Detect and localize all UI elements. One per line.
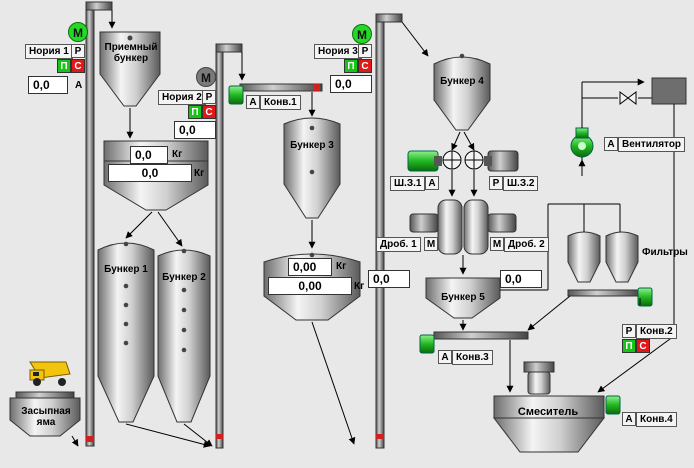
shz2-mode[interactable]: Р bbox=[489, 176, 503, 190]
zasypnaya-yama bbox=[9, 391, 81, 437]
mixer-body bbox=[492, 395, 606, 453]
priemny-bunker bbox=[99, 31, 161, 107]
bunker2-silo bbox=[157, 248, 211, 423]
bunker4-silo bbox=[433, 53, 491, 131]
shz2-motor-icon bbox=[484, 150, 519, 172]
cyclone-box bbox=[651, 77, 687, 105]
noria1-motor-icon[interactable]: М bbox=[68, 22, 88, 42]
mixer-motor-icon bbox=[523, 361, 555, 395]
konv2-start-button[interactable]: П bbox=[622, 339, 636, 353]
ventilator-label: Вентилятор bbox=[618, 137, 686, 152]
noria1-label: Нория 1 bbox=[25, 44, 73, 59]
konv4-mode[interactable]: А bbox=[622, 412, 636, 426]
shz2-valve bbox=[464, 150, 484, 170]
shz1-label: Ш.З.1 bbox=[390, 176, 426, 191]
konv4-motor-icon bbox=[605, 395, 621, 415]
shz1-mode[interactable]: А bbox=[425, 176, 439, 190]
shz1-valve bbox=[442, 150, 462, 170]
bunker1-silo bbox=[97, 241, 155, 423]
noria2-mode[interactable]: Р bbox=[202, 90, 216, 104]
konv3-mode[interactable]: А bbox=[438, 350, 452, 364]
scale2-unit2: Кг bbox=[354, 281, 365, 292]
scale1-value2: 0,0 bbox=[108, 164, 192, 182]
bunker1-label: Бункер 1 bbox=[104, 264, 148, 275]
noria1-motor-letter: М bbox=[73, 26, 83, 40]
scale1-value1: 0,0 bbox=[130, 146, 168, 164]
noria3-motor-icon[interactable]: М bbox=[352, 24, 372, 44]
drob1-label: Дроб. 1 bbox=[376, 237, 421, 252]
drob1-motor-icon bbox=[409, 213, 439, 233]
drob1-current-value: 0,0 bbox=[368, 270, 410, 288]
priemny-bunker-label: Приемный бункер bbox=[104, 42, 158, 64]
konv3-motor-icon bbox=[419, 334, 435, 354]
noria2-motor-letter: М bbox=[201, 71, 211, 85]
noria2-current-value: 0,0 bbox=[174, 121, 216, 139]
drob2-mode[interactable]: М bbox=[490, 237, 504, 251]
konv2-motor-icon bbox=[637, 287, 653, 307]
bunker3-silo bbox=[283, 117, 341, 219]
drob2-current-value: 0,0 bbox=[500, 270, 542, 288]
filters-label: Фильтры bbox=[642, 247, 688, 258]
bunker4-label: Бункер 4 bbox=[440, 76, 484, 87]
noria1-current-unit: А bbox=[75, 80, 83, 91]
noria2-column bbox=[215, 43, 243, 449]
noria2-motor-icon[interactable]: М bbox=[196, 67, 216, 87]
noria1-current-value: 0,0 bbox=[28, 76, 68, 94]
noria3-mode[interactable]: Р bbox=[358, 44, 372, 58]
konv2-stop-button[interactable]: С bbox=[636, 339, 650, 353]
noria3-stop-button[interactable]: С bbox=[358, 59, 372, 73]
bunker3-label: Бункер 3 bbox=[290, 140, 334, 151]
damper-valve-icon bbox=[619, 91, 637, 105]
scale2-value2: 0,00 bbox=[268, 277, 352, 295]
konv1-label: Конв.1 bbox=[260, 95, 301, 110]
drob2-label: Дроб. 2 bbox=[504, 237, 549, 252]
konv1-motor-icon bbox=[228, 85, 244, 105]
shz2-label: Ш.З.2 bbox=[503, 176, 539, 191]
scale1-unit2: Кг bbox=[194, 168, 205, 179]
filters-body bbox=[567, 231, 639, 283]
noria3-column bbox=[375, 13, 403, 449]
konv1-belt bbox=[239, 83, 323, 92]
konv2-mode[interactable]: Р bbox=[622, 324, 636, 338]
konv3-label: Конв.3 bbox=[452, 350, 493, 365]
zasypnaya-label: Засыпная яма bbox=[21, 406, 71, 428]
noria1-mode[interactable]: Р bbox=[71, 44, 85, 58]
scale2-value1: 0,00 bbox=[288, 258, 332, 276]
noria1-start-button[interactable]: П bbox=[57, 59, 71, 73]
konv2-label: Конв.2 bbox=[636, 324, 677, 339]
scale1-unit1: Кг bbox=[172, 149, 183, 160]
bunker5-label: Бункер 5 bbox=[441, 292, 485, 303]
noria2-label: Нория 2 bbox=[158, 90, 206, 105]
noria3-current-value: 0,0 bbox=[330, 75, 372, 93]
noria3-motor-letter: М bbox=[357, 28, 367, 42]
bunker2-label: Бункер 2 bbox=[162, 272, 206, 283]
truck-icon bbox=[29, 361, 71, 386]
crusher-drums bbox=[437, 199, 489, 255]
konv3-belt bbox=[433, 331, 529, 340]
ventilator-mode[interactable]: А bbox=[604, 137, 618, 151]
mixer-label: Смеситель bbox=[517, 406, 579, 418]
noria3-start-button[interactable]: П bbox=[344, 59, 358, 73]
noria3-label: Нория 3 bbox=[314, 44, 362, 59]
drob1-mode[interactable]: М bbox=[424, 237, 438, 251]
drob2-motor-icon bbox=[487, 213, 517, 233]
noria2-stop-button[interactable]: С bbox=[202, 105, 216, 119]
konv2-belt bbox=[567, 289, 641, 297]
noria2-start-button[interactable]: П bbox=[188, 105, 202, 119]
konv1-mode[interactable]: А bbox=[246, 95, 260, 109]
ventilator-fan-icon bbox=[570, 127, 594, 158]
konv4-label: Конв.4 bbox=[636, 412, 677, 427]
scale2-unit1: Кг bbox=[336, 261, 347, 272]
flow-arrows bbox=[71, 10, 641, 448]
noria1-stop-button[interactable]: С bbox=[71, 59, 85, 73]
noria1-column bbox=[85, 1, 113, 447]
shz1-motor-icon bbox=[407, 150, 442, 172]
